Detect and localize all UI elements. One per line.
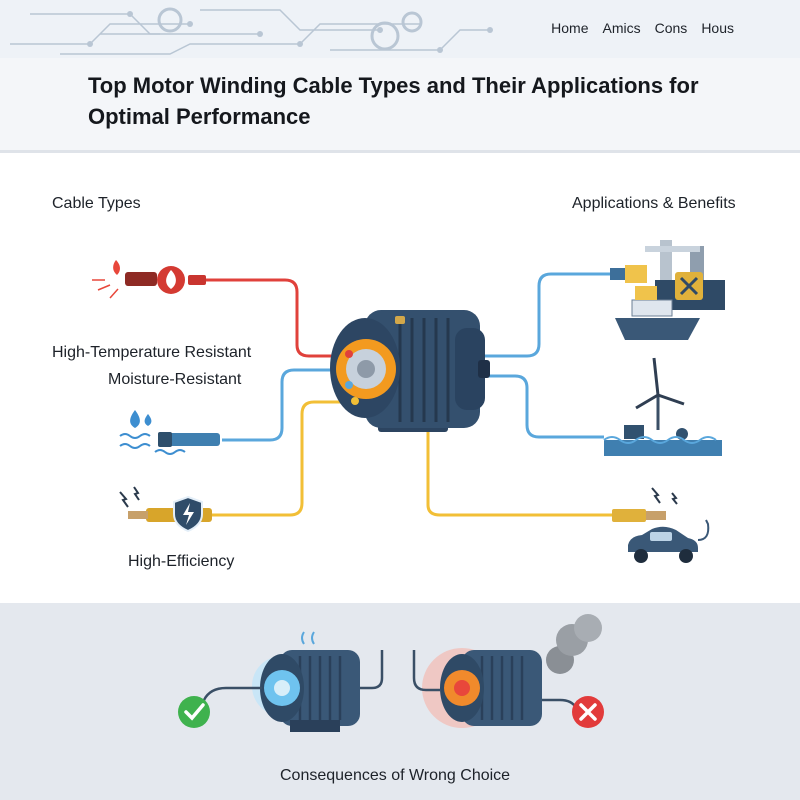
circuit-pattern-icon	[10, 7, 493, 55]
nav-item-hous[interactable]: Hous	[701, 20, 734, 36]
page-title: Top Motor Winding Cable Types and Their …	[88, 73, 699, 129]
electric-motor-icon	[330, 310, 490, 432]
nav-item-amics[interactable]: Amics	[602, 20, 641, 36]
applications-heading: Applications & Benefits	[572, 195, 736, 212]
yellow-cable-left	[212, 400, 350, 517]
cross-icon	[572, 696, 604, 728]
consequences-heading: Consequences of Wrong Choice	[280, 767, 511, 784]
title-band	[0, 58, 800, 153]
moisture-label: Moisture-Resistant	[108, 371, 242, 388]
yellow-cable-right	[426, 430, 612, 517]
nav-item-home[interactable]: Home	[551, 20, 589, 36]
wind-turbine-icon	[603, 357, 722, 456]
smoke-icon	[546, 614, 602, 674]
consequences-band	[0, 603, 800, 800]
cable-types-heading: Cable Types	[52, 195, 141, 212]
high-temp-label: High-Temperature Resistant	[52, 344, 252, 361]
blue-cable-top-right	[476, 272, 612, 358]
electric-car-icon	[612, 487, 710, 563]
shield-bolt-icon	[119, 486, 212, 533]
nav-item-cons[interactable]: Cons	[654, 20, 688, 36]
blue-cable-mid-right	[478, 374, 604, 439]
bad-motor-icon	[412, 648, 578, 728]
check-icon	[178, 696, 210, 728]
ship-icon	[615, 286, 700, 340]
header-bar	[0, 0, 800, 58]
water-drop-icon	[119, 410, 220, 455]
red-cable	[205, 278, 345, 358]
top-nav: Home Amics Cons Hous	[551, 20, 734, 36]
factory-icon	[610, 240, 725, 310]
good-motor-icon	[202, 631, 384, 732]
flame-icon	[92, 260, 206, 299]
efficiency-label: High-Efficiency	[128, 553, 235, 570]
blue-cable-left	[222, 368, 345, 442]
